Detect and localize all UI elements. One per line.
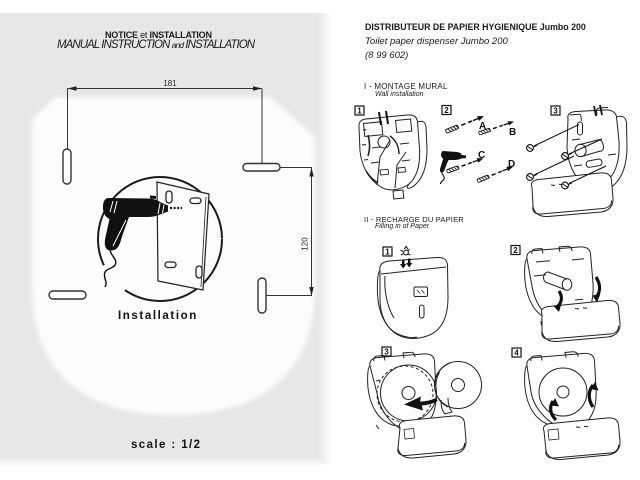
svg-text:B: B (509, 127, 516, 138)
svg-text:A: A (479, 121, 486, 132)
svg-text:3: 3 (384, 348, 389, 357)
svg-text:C: C (478, 150, 485, 161)
svg-text:1: 1 (385, 248, 390, 257)
svg-text:181: 181 (163, 79, 177, 88)
svg-text:4: 4 (514, 349, 519, 358)
svg-text:2: 2 (513, 246, 518, 255)
svg-text:1: 1 (357, 107, 362, 116)
svg-text:D: D (508, 159, 515, 170)
svg-text:2: 2 (444, 106, 449, 115)
svg-text:120: 120 (301, 237, 310, 251)
svg-text:3: 3 (553, 107, 558, 116)
